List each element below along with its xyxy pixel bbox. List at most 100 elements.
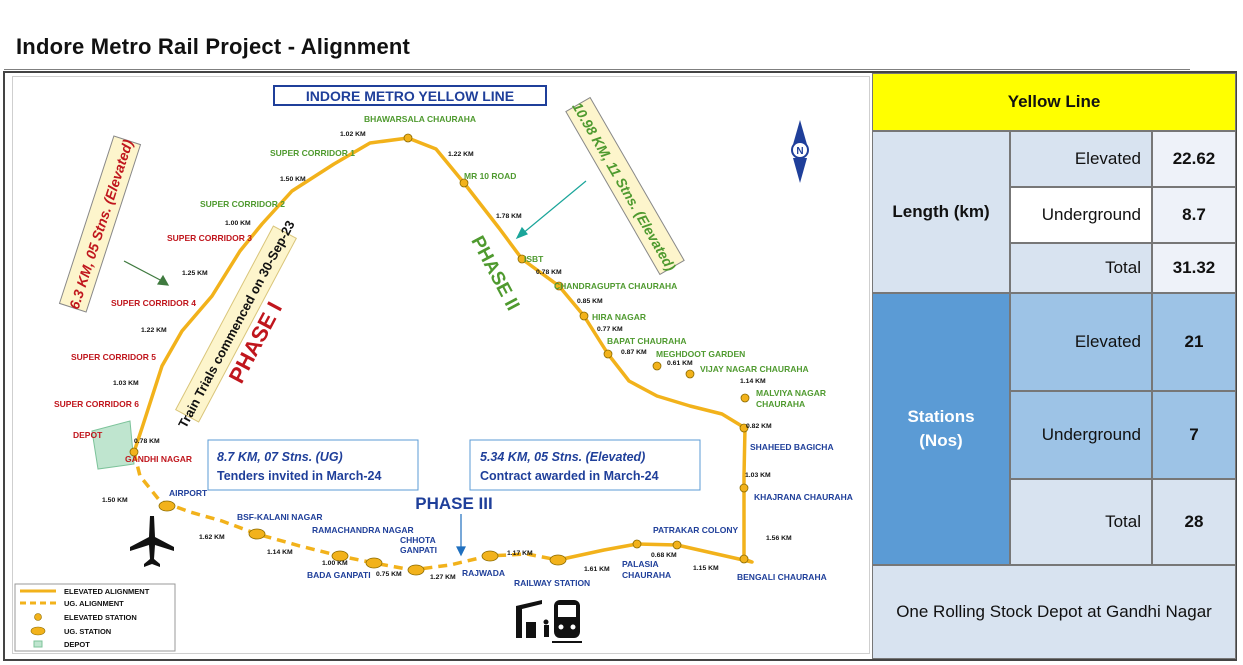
distance-label: 1.14 KM: [740, 378, 766, 385]
station-railway: RAILWAY STATION: [514, 578, 590, 588]
elevated-station-markers: [129, 133, 750, 564]
stations-label: Stations: [907, 407, 975, 426]
stations-row-label: Elevated: [1010, 293, 1152, 391]
summary-table: Yellow Line Length (km) Elevated 22.62 U…: [872, 73, 1236, 659]
legend-depot: DEPOT: [64, 640, 90, 649]
distance-label: 1.22 KM: [141, 327, 167, 334]
distance-label: 1.62 KM: [199, 534, 225, 541]
distance-label: 1.56 KM: [766, 535, 792, 542]
distance-label: 1.03 KM: [745, 472, 771, 479]
station-vijay-nagar: VIJAY NAGAR CHAURAHA: [700, 364, 809, 374]
station-airport: AIRPORT: [169, 488, 208, 498]
legend-elevated-station: ELEVATED STATION: [64, 613, 137, 622]
distance-label: 1.25 KM: [182, 270, 208, 277]
ug-station-markers: [158, 500, 567, 576]
title-divider: [4, 69, 1190, 70]
elevated-alignment-line: [132, 136, 747, 559]
elevated-alignment-line-east: [557, 542, 754, 564]
table-header: Yellow Line: [872, 73, 1236, 131]
phase1-station-labels: SUPER CORRIDOR 3 SUPER CORRIDOR 4 SUPER …: [54, 233, 252, 464]
station-meghdoot: MEGHDOOT GARDEN: [656, 349, 745, 359]
distance-label: 0.77 KM: [597, 326, 623, 333]
stations-row-value: 21: [1152, 293, 1236, 391]
stations-elevated-label: Elevated: [1074, 332, 1141, 351]
stations-row-label: Total: [1010, 479, 1152, 565]
svg-text:Contract awarded in March-24: Contract awarded in March-24: [480, 469, 659, 483]
svg-text:5.34 KM, 05 Stns. (Elevated): 5.34 KM, 05 Stns. (Elevated): [480, 450, 645, 464]
legend-elevated-station-swatch: [34, 613, 42, 621]
distance-label: 0.75 KM: [376, 571, 402, 578]
distance-label: 1.14 KM: [267, 549, 293, 556]
phase3-arrow: [456, 514, 466, 557]
station-ganpati: GANPATI: [400, 545, 437, 555]
stations-row-value: 7: [1152, 391, 1236, 479]
phase2-arrow: [515, 180, 587, 240]
map-banner: INDORE METRO YELLOW LINE: [306, 88, 514, 104]
depot-footer-cell: One Rolling Stock Depot at Gandhi Nagar: [872, 565, 1236, 659]
distance-label: 1.22 KM: [448, 151, 474, 158]
length-row-value: 22.62: [1152, 131, 1236, 187]
legend-ug-station-swatch: [30, 626, 46, 636]
map-banner-box: [273, 85, 547, 106]
distance-label: 1.50 KM: [280, 176, 306, 183]
distance-label: 1.78 KM: [496, 213, 522, 220]
station-khajrana: KHAJRANA CHAURAHA: [754, 492, 853, 502]
distance-label: 1.15 KM: [693, 565, 719, 572]
stations-total-value: 28: [1184, 512, 1204, 531]
length-underground-label: Underground: [1041, 205, 1141, 224]
distance-labels: 1.02 KM 1.22 KM 1.50 KM 1.78 KM 1.00 KM …: [102, 131, 792, 581]
ug-section-callout: 8.7 KM, 07 Stns. (UG) Tenders invited in…: [207, 439, 419, 491]
station-super-corridor-4: SUPER CORRIDOR 4: [111, 298, 196, 308]
distance-label: 0.85 KM: [577, 298, 603, 305]
stations-label-unit: (Nos): [919, 431, 963, 450]
station-palasia-chauraha: CHAURAHA: [622, 570, 671, 580]
station-super-corridor-2: SUPER CORRIDOR 2: [200, 199, 285, 209]
stations-label-cell: Stations (Nos): [872, 293, 1010, 565]
station-bsf-kalani: BSF-KALANI NAGAR: [237, 512, 322, 522]
distance-label: 1.02 KM: [340, 131, 366, 138]
map-legend: ELEVATED ALIGNMENT UG. ALIGNMENT ELEVATE…: [14, 583, 176, 652]
elevated-section-callout: 5.34 KM, 05 Stns. (Elevated) Contract aw…: [469, 439, 701, 491]
page-title: Indore Metro Rail Project - Alignment: [16, 34, 411, 59]
distance-label: 0.78 KM: [536, 269, 562, 276]
station-bengali: BENGALI CHAURAHA: [737, 572, 827, 582]
length-row-value: 8.7: [1152, 187, 1236, 243]
distance-label: 1.03 KM: [113, 380, 139, 387]
svg-text:N: N: [796, 146, 803, 157]
length-row-label: Underground: [1010, 187, 1152, 243]
station-rajwada: RAJWADA: [462, 568, 505, 578]
length-row-label: Elevated: [1010, 131, 1152, 187]
station-bada-ganpati: BADA GANPATI: [307, 570, 371, 580]
station-isbt: ISBT: [524, 254, 544, 264]
station-gandhi-nagar: GANDHI NAGAR: [125, 454, 192, 464]
distance-label: 0.78 KM: [134, 438, 160, 445]
distance-label: 1.00 KM: [322, 560, 348, 567]
station-shaheed-bagicha: SHAHEED BAGICHA: [750, 442, 834, 452]
length-label-cell: Length (km): [872, 131, 1010, 293]
legend-ug-alignment: UG. ALIGNMENT: [64, 599, 124, 608]
north-arrow-icon: N: [791, 120, 809, 183]
phase1-arrow: [123, 260, 170, 286]
station-palasia: PALASIA: [622, 559, 659, 569]
station-bhawarsala: BHAWARSALA CHAURAHA: [364, 114, 476, 124]
stations-total-label: Total: [1105, 512, 1141, 531]
distance-label: 1.00 KM: [225, 220, 251, 227]
distance-label: 0.68 KM: [651, 552, 677, 559]
station-super-corridor-5: SUPER CORRIDOR 5: [71, 352, 156, 362]
distance-label: 1.17 KM: [507, 550, 533, 557]
legend-ug-station: UG. STATION: [64, 627, 111, 636]
railway-station-icon: [516, 600, 582, 643]
distance-label: 0.61 KM: [667, 360, 693, 367]
station-depot: DEPOT: [73, 430, 103, 440]
legend-elevated-alignment: ELEVATED ALIGNMENT: [64, 587, 150, 596]
depot-footer-text: One Rolling Stock Depot at Gandhi Nagar: [896, 602, 1212, 621]
distance-label: 0.87 KM: [621, 349, 647, 356]
distance-label: 1.27 KM: [430, 574, 456, 581]
length-elevated-label: Elevated: [1074, 149, 1141, 168]
table-header-text: Yellow Line: [1007, 92, 1101, 111]
phase2-station-labels: BHAWARSALA CHAURAHA SUPER CORRIDOR 1 MR …: [200, 114, 826, 409]
stations-underground-value: 7: [1189, 425, 1199, 444]
station-super-corridor-1: SUPER CORRIDOR 1: [270, 148, 355, 158]
phase3-label: PHASE III: [415, 494, 492, 513]
station-super-corridor-3: SUPER CORRIDOR 3: [167, 233, 252, 243]
